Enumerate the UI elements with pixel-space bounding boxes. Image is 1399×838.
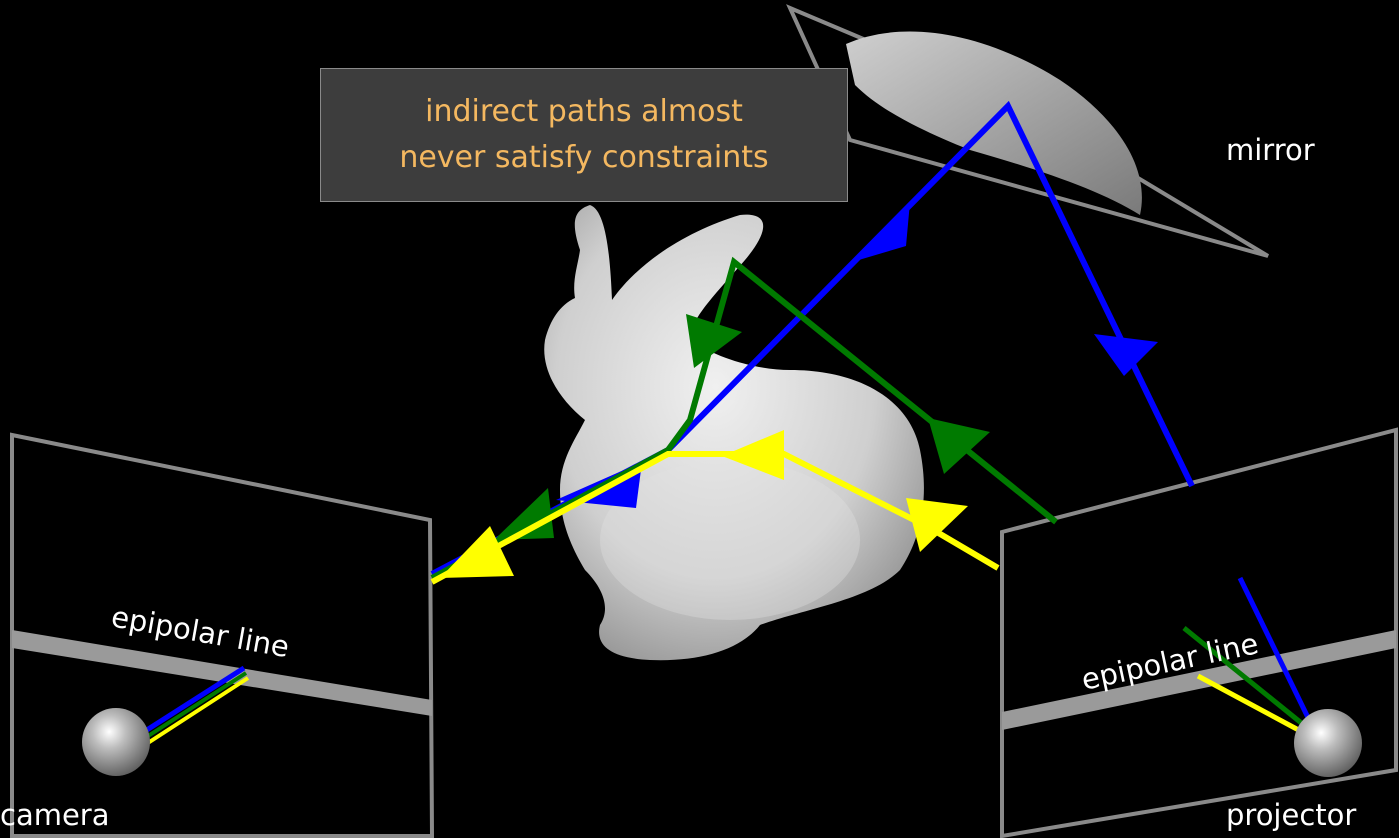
projector-sphere xyxy=(1294,709,1362,777)
blue-arrow-1 xyxy=(1094,334,1158,376)
green-arrow-1 xyxy=(928,418,990,474)
callout-line-1: indirect paths almost xyxy=(425,89,743,135)
camera-label: camera xyxy=(0,798,110,832)
projector-label: projector xyxy=(1226,798,1356,832)
callout-box: indirect paths almost never satisfy cons… xyxy=(320,68,848,202)
mirror-label: mirror xyxy=(1226,133,1315,167)
mirror-plane xyxy=(790,8,1268,256)
camera-sphere xyxy=(82,708,150,776)
bunny xyxy=(544,205,924,660)
callout-line-2: never satisfy constraints xyxy=(399,135,768,181)
